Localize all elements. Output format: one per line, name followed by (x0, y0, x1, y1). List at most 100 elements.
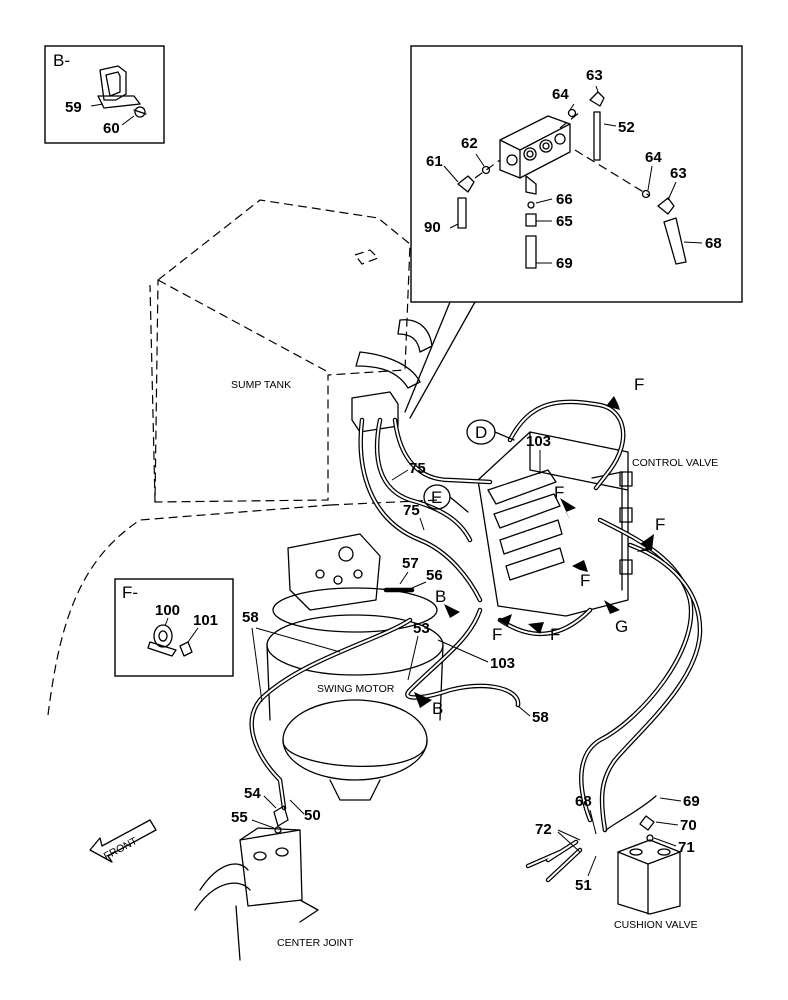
elbow-fitting-61-icon (457, 175, 475, 193)
view-f-label-4: F (580, 571, 590, 590)
view-f-label-3: F (655, 515, 665, 534)
part-63: 63 (586, 67, 603, 84)
hose-end-90-icon (457, 197, 467, 229)
view-f-arrow-icon (572, 560, 588, 572)
callout-58b: 58 (532, 709, 549, 726)
callout-55: 55 (231, 809, 248, 826)
part-64: 64 (552, 86, 569, 103)
callout-75b: 75 (403, 502, 420, 519)
hose-end-68-icon (663, 217, 687, 265)
view-f-arrow-icon (528, 622, 544, 634)
view-f-label-1: F (634, 375, 644, 394)
cushion-valve-label: CUSHION VALVE (614, 919, 698, 931)
callout-103b: 103 (490, 655, 515, 672)
part-callouts: 75 75 103 103 57 56 58 58 53 54 55 50 68… (231, 433, 700, 894)
view-d-label: D (475, 423, 487, 442)
bolt-icon (133, 106, 147, 118)
control-valve-label: CONTROL VALVE (632, 457, 718, 469)
bolt-icon (179, 641, 193, 657)
hose-end-52-icon (593, 111, 601, 161)
front-direction-arrow: FRONT (89, 819, 157, 863)
part-52: 52 (618, 119, 635, 136)
tee-fitting-icon (525, 175, 537, 195)
inset-f: F- 100 101 (114, 578, 234, 677)
callout-69: 69 (683, 793, 700, 810)
view-f-label-5: F (492, 625, 502, 644)
o-ring-64b-icon (641, 189, 651, 199)
cushion-valve: CUSHION VALVE (614, 839, 698, 931)
part-60: 60 (103, 120, 120, 137)
inset-b: B- 59 60 (44, 45, 165, 144)
center-joint-label: CENTER JOINT (277, 937, 354, 949)
view-f-label-2: F (554, 483, 564, 502)
part-90: 90 (424, 219, 441, 236)
clamp-bracket-icon (97, 65, 141, 109)
callout-58a: 58 (242, 609, 259, 626)
view-b-arrow-icon (414, 692, 432, 708)
callout-70: 70 (680, 817, 697, 834)
sump-tank-label: SUMP TANK (231, 379, 291, 391)
inset-f-title: F- (122, 583, 138, 602)
swing-motor-label: SWING MOTOR (317, 683, 395, 695)
center-joint: CENTER JOINT (194, 827, 354, 961)
view-f-arrow-icon (606, 396, 632, 410)
part-69: 69 (556, 255, 573, 272)
callout-71: 71 (678, 839, 695, 856)
adapter-65-icon (525, 213, 537, 227)
callout-53: 53 (413, 620, 430, 637)
part-65: 65 (556, 213, 573, 230)
part-101: 101 (193, 612, 218, 629)
o-ring-64-icon (567, 108, 577, 118)
part-68: 68 (705, 235, 722, 252)
callout-72: 72 (535, 821, 552, 838)
machine-outline (47, 504, 331, 716)
part-100: 100 (155, 602, 180, 619)
view-g-label: G (615, 617, 628, 636)
view-f-arrow-icon (498, 614, 512, 626)
control-valve: CONTROL VALVE (477, 431, 718, 617)
part-61: 61 (426, 153, 443, 170)
callout-51: 51 (575, 877, 592, 894)
view-f-arrow-icon (636, 534, 654, 552)
swing-motor: SWING MOTOR (266, 533, 444, 801)
callout-103a: 103 (526, 433, 551, 450)
motor-head (287, 533, 381, 611)
front-label: FRONT (102, 835, 140, 863)
elbow-fitting-63b-icon (657, 197, 675, 215)
detail-inset: 63 64 52 62 61 66 65 90 69 64 63 68 (404, 45, 743, 419)
hose-end-69-icon (525, 235, 537, 269)
part-62: 62 (461, 135, 478, 152)
part-64b: 64 (645, 149, 662, 166)
view-markers: D E G F F F F F F B B (414, 375, 665, 718)
view-b-label-2: B (432, 699, 443, 718)
callout-56: 56 (426, 567, 443, 584)
manifold-block (499, 115, 571, 179)
view-b-label-1: B (435, 587, 446, 606)
part-63b: 63 (670, 165, 687, 182)
view-f-label-6: F (550, 625, 560, 644)
hose-clamp-icon (147, 624, 177, 657)
callout-68: 68 (575, 793, 592, 810)
view-b-arrow-icon (444, 604, 460, 618)
callout-75a: 75 (409, 460, 426, 477)
inset-b-title: B- (53, 51, 70, 70)
view-g-arrow-icon (604, 600, 620, 614)
part-66: 66 (556, 191, 573, 208)
callout-50: 50 (304, 807, 321, 824)
view-e-label: E (431, 488, 442, 507)
view-f-arrow-icon (560, 498, 576, 520)
part-59: 59 (65, 99, 82, 116)
inset-f-frame (114, 578, 234, 677)
elbow-fitting-63-icon (589, 91, 605, 107)
tank-port-block (351, 391, 399, 433)
inset-b-frame (44, 45, 165, 144)
callout-57: 57 (402, 555, 419, 572)
hydraulic-hoses (249, 399, 703, 883)
callout-54: 54 (244, 785, 261, 802)
detail-inset-frame (410, 45, 743, 303)
o-ring-66-icon (527, 201, 535, 209)
sump-tank: SUMP TANK (149, 199, 433, 503)
o-ring-62-icon (481, 165, 491, 175)
